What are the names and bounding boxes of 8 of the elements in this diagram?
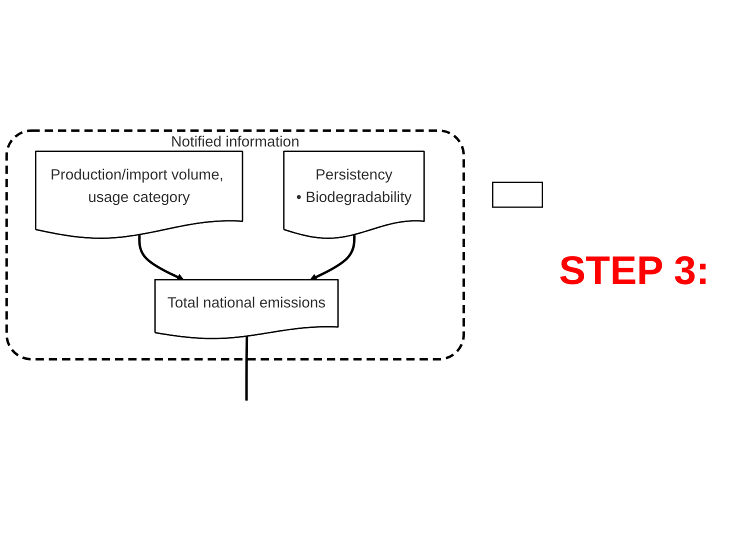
document-box: Total national emissions xyxy=(154,279,339,340)
document-box: Persistency • Biodegradability xyxy=(283,150,425,239)
arrow xyxy=(138,235,184,281)
arrow xyxy=(310,235,356,281)
connector-line xyxy=(245,336,248,401)
empty-box xyxy=(492,182,543,208)
document-box: Production/import volume, usage category xyxy=(34,150,244,239)
step-heading: STEP 3: xyxy=(559,249,710,294)
